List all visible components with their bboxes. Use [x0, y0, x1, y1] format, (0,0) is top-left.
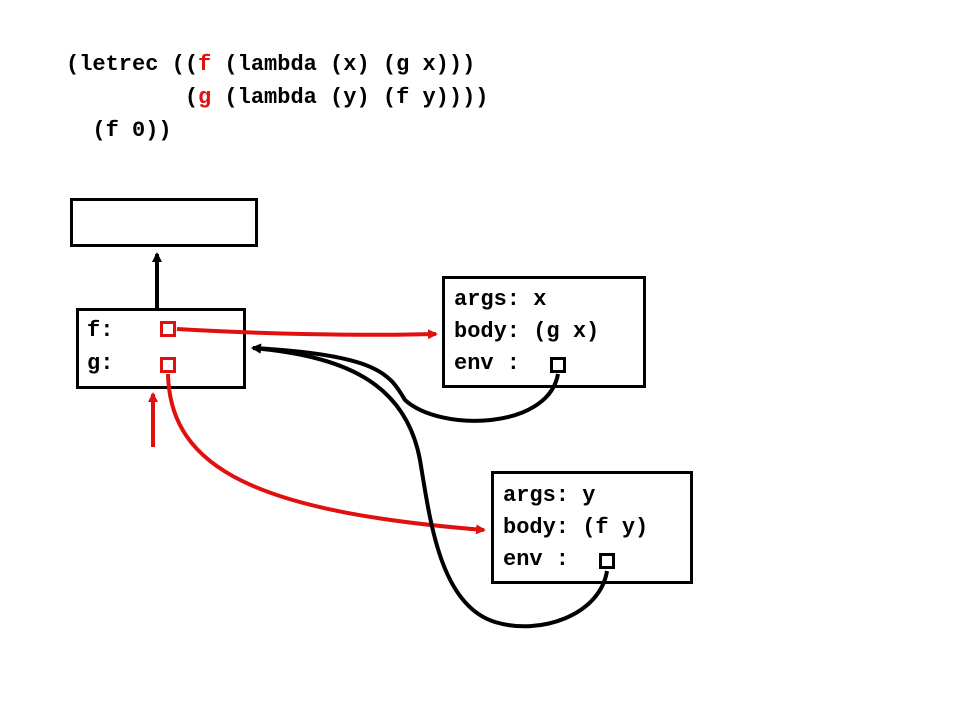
code-line-3: (f 0)) [66, 118, 172, 143]
closure-g-body: body: (f y) [503, 515, 649, 540]
closure-f-body: body: (g x) [454, 319, 600, 344]
frame-label-g: g: [87, 351, 114, 376]
closure-g-box [491, 471, 693, 584]
code-line-1: (letrec ((f (lambda (x) (g x))) [66, 52, 476, 77]
closure-f-args: args: x [454, 287, 547, 312]
code-line-2: (g (lambda (y) (f y)))) [66, 85, 489, 110]
closure-f-env: env : [454, 351, 521, 376]
g-binding-arrow [166, 373, 486, 535]
frame-slot-f [160, 321, 176, 337]
closure-g-env-arrow [251, 343, 609, 629]
parent-environment-frame [70, 198, 258, 247]
closure-f-box [442, 276, 646, 388]
binding-name-g: g [198, 85, 212, 110]
frame-slot-g [160, 357, 176, 373]
closure-g-args: args: y [503, 483, 596, 508]
closure-f-env-slot [550, 357, 566, 373]
closure-g-env-slot [599, 553, 615, 569]
f-binding-arrow [176, 327, 438, 340]
binding-name-f: f [198, 52, 212, 77]
frame-label-f: f: [87, 318, 114, 343]
closure-f-env-arrow [251, 343, 560, 423]
closure-g-env: env : [503, 547, 570, 572]
